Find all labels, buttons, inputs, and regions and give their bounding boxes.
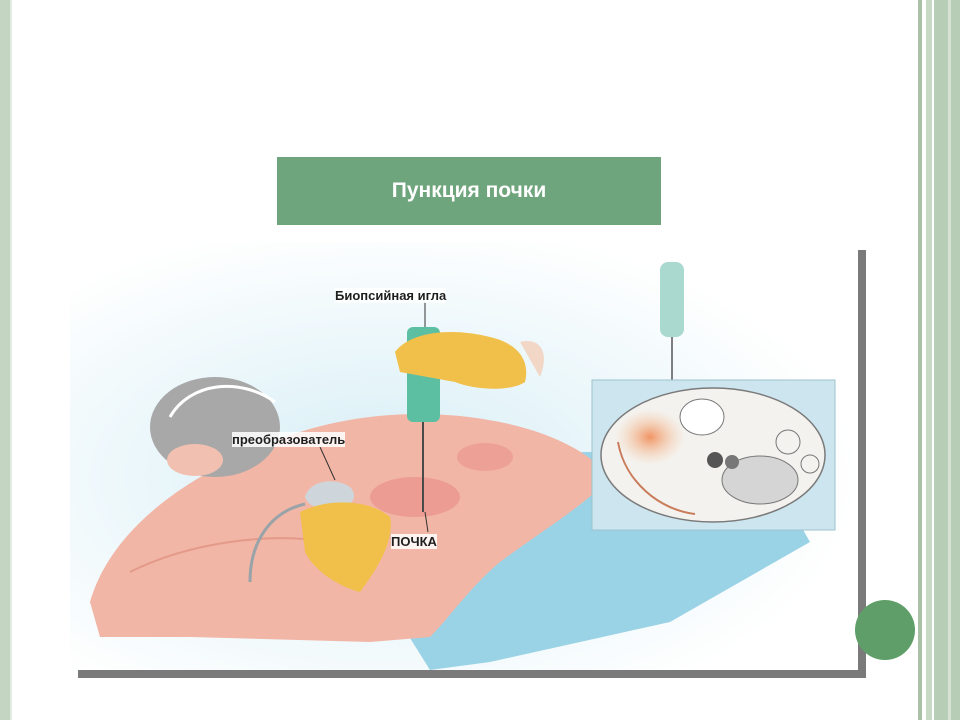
kidney-biopsy-illustration: Биопсийная игла преобразователь ПОЧКА <box>70 242 858 670</box>
gloved-hand-transducer <box>300 502 391 592</box>
slide-frame-right <box>948 0 951 720</box>
transducer-label-pointer <box>319 446 336 481</box>
hair-lines <box>168 384 276 418</box>
patient-face <box>167 444 223 476</box>
transducer-cable <box>248 502 306 583</box>
kidney-shadow-right <box>457 443 513 471</box>
vertebra <box>679 398 725 436</box>
decorative-circle <box>855 600 915 660</box>
liver-edge <box>617 441 696 515</box>
kidney-highlight <box>615 409 685 465</box>
slide-frame-right <box>926 0 932 720</box>
vessel <box>707 452 723 468</box>
bowel-loop <box>800 454 820 474</box>
slide-frame-right <box>918 0 922 720</box>
organ-section <box>721 455 799 505</box>
slide-frame-left <box>0 0 10 720</box>
needle-label: Биопсийная игла <box>335 288 447 303</box>
slide-title: Пункция почки <box>391 179 547 202</box>
title-bar: Пункция почки <box>277 157 661 225</box>
kidney-label-pointer <box>424 511 429 533</box>
slide-frame-left-inner <box>10 0 12 720</box>
bowel-loop <box>775 429 801 455</box>
slide-frame-right <box>934 0 960 720</box>
illustration-drawing <box>70 242 858 670</box>
forearm-needle <box>520 341 544 377</box>
ultrasound-transducer <box>305 481 355 509</box>
inset-needle-hub <box>660 262 684 337</box>
kidney-label: ПОЧКА <box>391 534 437 549</box>
vessel <box>725 455 739 469</box>
gloved-hand-needle <box>395 332 527 389</box>
transducer-label: преобразователь <box>232 432 346 447</box>
kidney-shadow <box>370 477 460 517</box>
